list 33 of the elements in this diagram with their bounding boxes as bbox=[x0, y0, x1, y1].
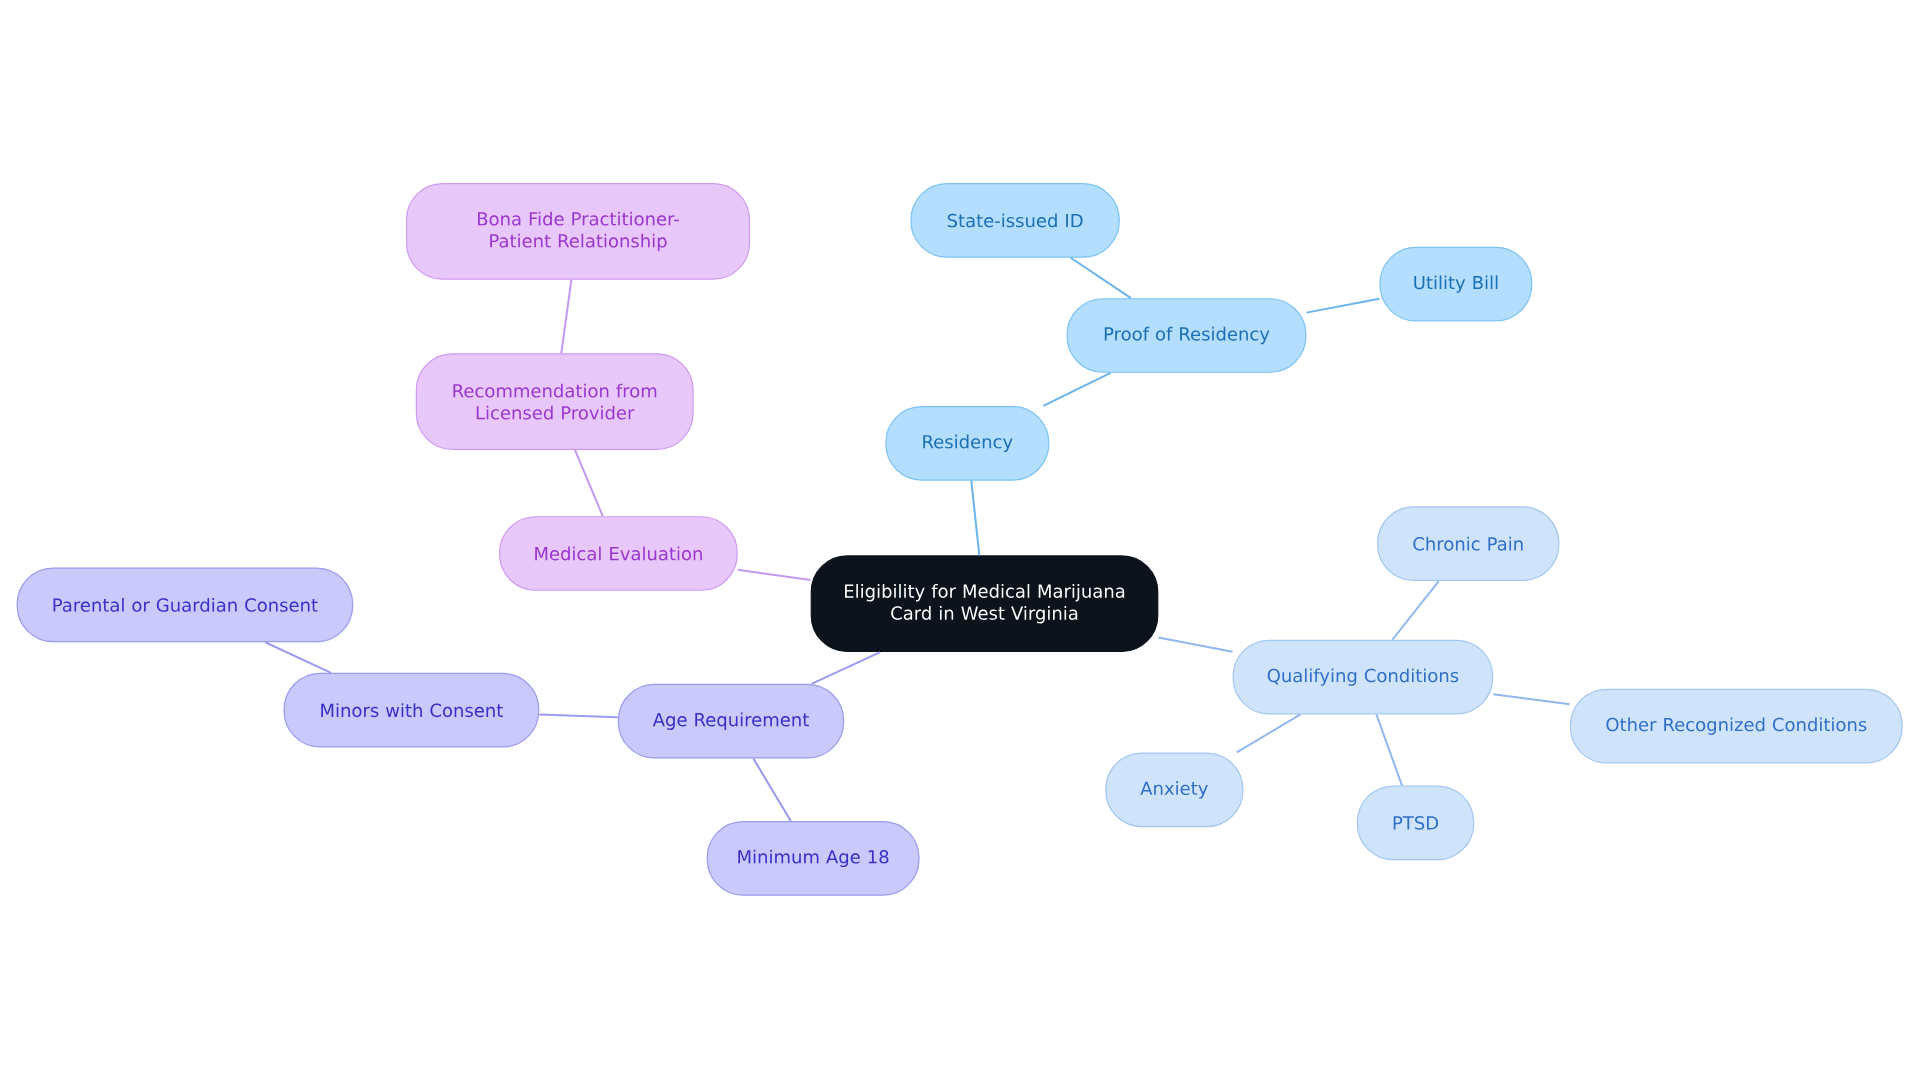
connector-line bbox=[1157, 636, 1234, 653]
topic-node: Minimum Age 18 bbox=[706, 821, 920, 896]
connector-line bbox=[538, 713, 619, 719]
connector-line bbox=[264, 641, 333, 674]
connector-line bbox=[1042, 371, 1112, 407]
connector-line bbox=[810, 651, 882, 685]
connector-line bbox=[1069, 256, 1132, 300]
connector-line bbox=[970, 479, 981, 557]
connector-line bbox=[752, 757, 792, 823]
topic-node: Other Recognized Conditions bbox=[1569, 688, 1903, 764]
connector-line bbox=[736, 568, 812, 581]
root-node: Eligibility for Medical Marijuana Card in West Virginia bbox=[810, 555, 1159, 653]
topic-node: Chronic Pain bbox=[1377, 506, 1560, 582]
topic-node: Recommendation from Licensed Provider bbox=[415, 353, 694, 450]
topic-node: Utility Bill bbox=[1379, 246, 1533, 322]
connector-line bbox=[1305, 297, 1381, 314]
connector-line bbox=[560, 278, 573, 355]
topic-node: Proof of Residency bbox=[1066, 298, 1307, 373]
topic-node: Minors with Consent bbox=[283, 672, 540, 748]
connector-line bbox=[1375, 713, 1404, 787]
topic-node: PTSD bbox=[1356, 785, 1475, 861]
topic-node: Bona Fide Practitioner-Patient Relationship bbox=[405, 183, 751, 280]
connector-line bbox=[573, 448, 604, 518]
connector-line bbox=[1391, 580, 1440, 641]
topic-node: Anxiety bbox=[1105, 752, 1244, 828]
topic-node: Age Requirement bbox=[617, 683, 845, 759]
topic-node: Parental or Guardian Consent bbox=[16, 567, 354, 643]
connector-line bbox=[1492, 693, 1571, 706]
topic-node: Medical Evaluation bbox=[499, 516, 738, 591]
connector-line bbox=[1235, 713, 1302, 754]
topic-node: State-issued ID bbox=[910, 183, 1120, 258]
topic-node: Qualifying Conditions bbox=[1232, 639, 1494, 715]
topic-node: Residency bbox=[885, 405, 1050, 481]
